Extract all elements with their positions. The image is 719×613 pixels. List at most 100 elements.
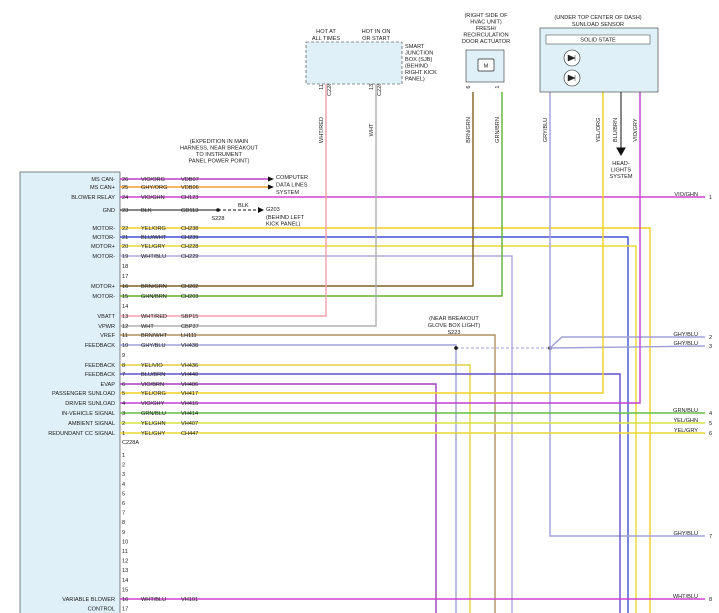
- solid-state-bar: [545, 34, 651, 45]
- wire-ch228: [120, 245, 637, 613]
- module-pin-label-25: MS CAN+: [90, 185, 115, 191]
- actuator-motor-letter: M: [484, 64, 489, 70]
- vertical-pin-3: 1: [495, 85, 501, 88]
- wire-circuit-label-5: VH417: [181, 391, 198, 397]
- module-pin-21: 21: [122, 235, 128, 241]
- data-line-arrow-icon-0: [268, 176, 274, 182]
- vertical-pin-1: 13: [369, 84, 375, 90]
- module-pin-4: 4: [122, 401, 125, 407]
- expedition-note-3: PANEL POWER POINT): [189, 159, 250, 165]
- offpage-number-5: 5: [709, 421, 712, 427]
- hot-at-all-times-1: ALL TIMES: [312, 36, 341, 42]
- offpage-label-3: GHY/BLU: [673, 341, 698, 347]
- module-b-pin-10: 10: [122, 539, 128, 545]
- wire-color-label-22: YEL/ORG: [141, 226, 166, 232]
- module-b-pin-15: 15: [122, 587, 128, 593]
- wire-color-label-8: YEL/VIO: [141, 363, 163, 369]
- sjb-label-3: (BEHIND: [405, 64, 428, 70]
- wire-color-label-12: WHT: [141, 324, 154, 330]
- wire-circuit-label-16: CH202: [181, 284, 198, 290]
- wire-ch203: [120, 92, 503, 297]
- vertical-wire-label-3: GRN/BRN: [495, 117, 501, 143]
- wire-ch239: [120, 236, 629, 613]
- module-pin-label-26: MS CAN-: [91, 177, 115, 183]
- splice-s228-label: S228: [211, 216, 224, 222]
- wire-vh438: [120, 344, 457, 613]
- module-pin-label-4: DRIVER SUNLOAD: [65, 401, 115, 407]
- module-pin-16: 16: [122, 284, 128, 290]
- module-pin-15: 15: [122, 294, 128, 300]
- wire-offpage-3: [549, 345, 706, 349]
- offpage-number-6: 6: [709, 431, 712, 437]
- module-pin-label-10: FEEDBACK: [85, 343, 115, 349]
- module-pin-8: 8: [122, 363, 125, 369]
- module-pin-9: 9: [122, 353, 125, 359]
- module-pin-19: 19: [122, 254, 128, 260]
- breakout-label-0: (NEAR BREAKOUT: [429, 316, 479, 322]
- breakout-label-2: S223: [447, 330, 460, 336]
- vertical-wire-label-4: GRY/BLU: [543, 118, 549, 142]
- wire-color-label-26: VIO/ORG: [141, 177, 165, 183]
- hvac-label-4: DOOR ACTUATOR: [462, 39, 510, 45]
- wire-circuit-label-20: CH228: [181, 244, 198, 250]
- module-pin-6: 6: [122, 382, 125, 388]
- wire-ch202: [120, 92, 474, 287]
- module-pin-label-23: GND: [103, 208, 115, 214]
- module-pin-5: 5: [122, 391, 125, 397]
- wire-circuit-label-2: VH407: [181, 421, 198, 427]
- wire-color-label-5: YEL/ORG: [141, 391, 166, 397]
- wire-circuit-label-8: VH436: [181, 363, 198, 369]
- module-pin-label-7: FEEDBACK: [85, 372, 115, 378]
- wire-color-label-23: BLK: [141, 208, 152, 214]
- control-module-box: [19, 171, 121, 613]
- wire-color-label-24: VIO/GHN: [141, 195, 165, 201]
- ground-arrow-icon: [258, 207, 264, 213]
- wire-ch229: [120, 255, 513, 613]
- module-pin-18: 18: [122, 264, 128, 270]
- vertical-wire-label-0: WHT/RED: [319, 117, 325, 143]
- hot-in-on-1: OR START: [362, 36, 390, 42]
- module-pin-label-3: IN-VEHICLE SIGNAL: [62, 411, 115, 417]
- smart-junction-box: [305, 41, 403, 85]
- ground-note-0: (BEHIND LEFT: [266, 215, 305, 221]
- wire-circuit-label-22: CH238: [181, 226, 198, 232]
- wire-circuit-label-23: GD113: [181, 208, 198, 214]
- module-pin-label-8: FEEDBACK: [85, 363, 115, 369]
- wire-circuit-label-7: VH440: [181, 372, 198, 378]
- vertical-wire-label-5: YEL/ORG: [596, 118, 602, 143]
- offpage-number-8: 8: [709, 597, 712, 603]
- vertical-wire-label-1: WHT: [369, 123, 375, 136]
- module-pin-label-11: VREF: [100, 333, 116, 339]
- wires-layer: [120, 84, 706, 613]
- module-pin-label-21: MOTOR-: [92, 235, 115, 241]
- vertical-conn-0: C2280F: [327, 76, 333, 96]
- wire-color-label-3: GRN/BLU: [141, 411, 166, 417]
- wire-color-label-11: BRN/WHT: [141, 333, 168, 339]
- wire-circuit-label-1: CH447: [181, 431, 198, 437]
- module-pin-10: 10: [122, 343, 128, 349]
- module-pin-label-2: AMBIENT SIGNAL: [68, 421, 115, 427]
- wire-circuit-label-4: VH416: [181, 401, 198, 407]
- wire-lh111: [120, 334, 496, 613]
- module-pin-label-20: MOTOR+: [91, 244, 115, 250]
- wire-offpage-2: [549, 336, 705, 349]
- module-b-pin-16: 16: [122, 597, 128, 603]
- module-pin-label-1: REDUNDANT CC SIGNAL: [48, 431, 115, 437]
- wire-color-label-16: BRN/GRN: [141, 284, 167, 290]
- sjb-label-0: SMART: [405, 44, 425, 50]
- diode-symbol-2: [567, 74, 576, 82]
- splice-s223-dot: [454, 346, 458, 350]
- sjb-label-2: BOX (SJB): [405, 57, 432, 63]
- wire-offpage-7: [549, 92, 705, 537]
- wire-color-label-15: GHN/BRN: [141, 294, 167, 300]
- wire-color-label-4: VIO/GHY: [141, 401, 165, 407]
- module-pin-label-16: MOTOR+: [91, 284, 115, 290]
- offpage-label-5: YEL/GHN: [673, 418, 698, 424]
- computer-data-lines-0: COMPUTER: [276, 175, 308, 181]
- module-b-pin-13: 13: [122, 568, 128, 574]
- module-b-pin-4: 4: [122, 482, 125, 488]
- wire-cbp37: [120, 84, 377, 327]
- offpage-number-3: 3: [709, 344, 712, 350]
